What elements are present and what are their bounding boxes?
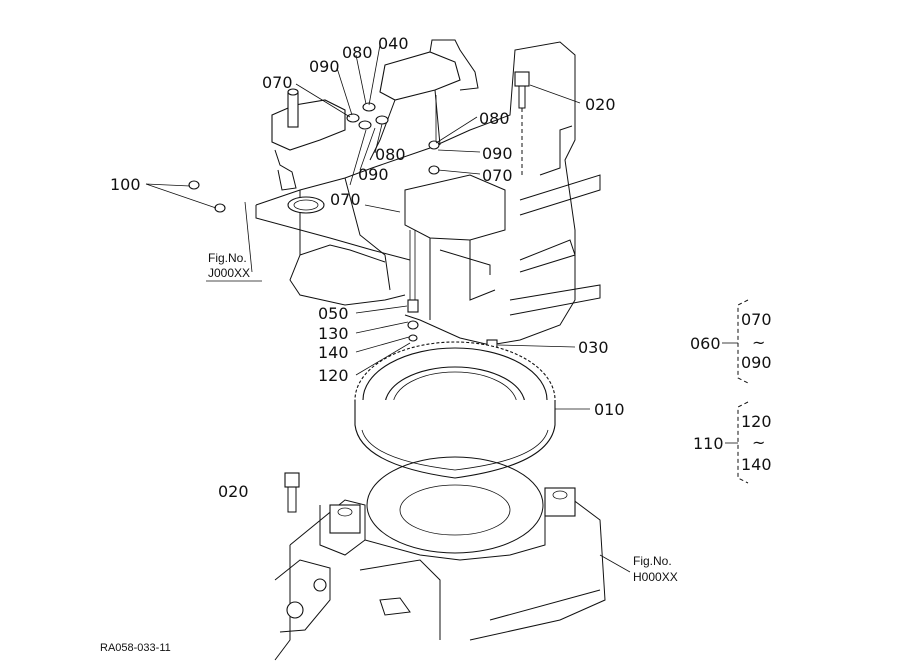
leader-lines: [145, 44, 631, 573]
callout-100: 100: [110, 175, 141, 194]
group-060: 060 070 ~ 090: [690, 299, 772, 384]
callout-080: 080: [375, 145, 406, 164]
group-110: 110 120 ~ 140: [693, 401, 772, 484]
callout-070: 070: [330, 190, 361, 209]
fig-ref-label: Fig.No.: [208, 251, 247, 265]
group-range-end: 140: [741, 455, 772, 474]
grease-fittings: [188, 102, 498, 351]
fig-ref-number: J000XX: [208, 266, 250, 280]
callout-090: 090: [309, 57, 340, 76]
callout-090: 090: [482, 144, 513, 163]
callout-labels: 040 080 090 070 020 080 090 070 080 090 …: [110, 34, 625, 501]
callout-120: 120: [318, 366, 349, 385]
track-frame-drawing: [274, 456, 606, 661]
drawing-code: RA058-033-11: [100, 642, 171, 654]
callout-040: 040: [378, 34, 409, 53]
callout-050: 050: [318, 304, 349, 323]
group-range-end: 090: [741, 353, 772, 372]
callout-030: 030: [578, 338, 609, 357]
group-label: 110: [693, 434, 724, 453]
group-range-tilde: ~: [752, 433, 765, 452]
callout-080: 080: [479, 109, 510, 128]
fig-ref-number: H000XX: [633, 570, 678, 584]
callout-020: 020: [585, 95, 616, 114]
group-range-start: 120: [741, 412, 772, 431]
callout-070: 070: [482, 166, 513, 185]
group-range-start: 070: [741, 310, 772, 329]
callout-080: 080: [342, 43, 373, 62]
callout-130: 130: [318, 324, 349, 343]
callout-140: 140: [318, 343, 349, 362]
upper-frame-drawing: [255, 39, 601, 346]
figure-reference-upper: Fig.No. J000XX: [206, 251, 262, 282]
group-label: 060: [690, 334, 721, 353]
callout-090: 090: [358, 165, 389, 184]
callout-010: 010: [594, 400, 625, 419]
group-range-tilde: ~: [752, 333, 765, 352]
fig-ref-label: Fig.No.: [633, 554, 672, 568]
callout-020: 020: [218, 482, 249, 501]
figure-reference-lower: Fig.No. H000XX: [633, 554, 678, 584]
callout-070: 070: [262, 73, 293, 92]
swivel-bearing-drawing: [354, 341, 556, 479]
